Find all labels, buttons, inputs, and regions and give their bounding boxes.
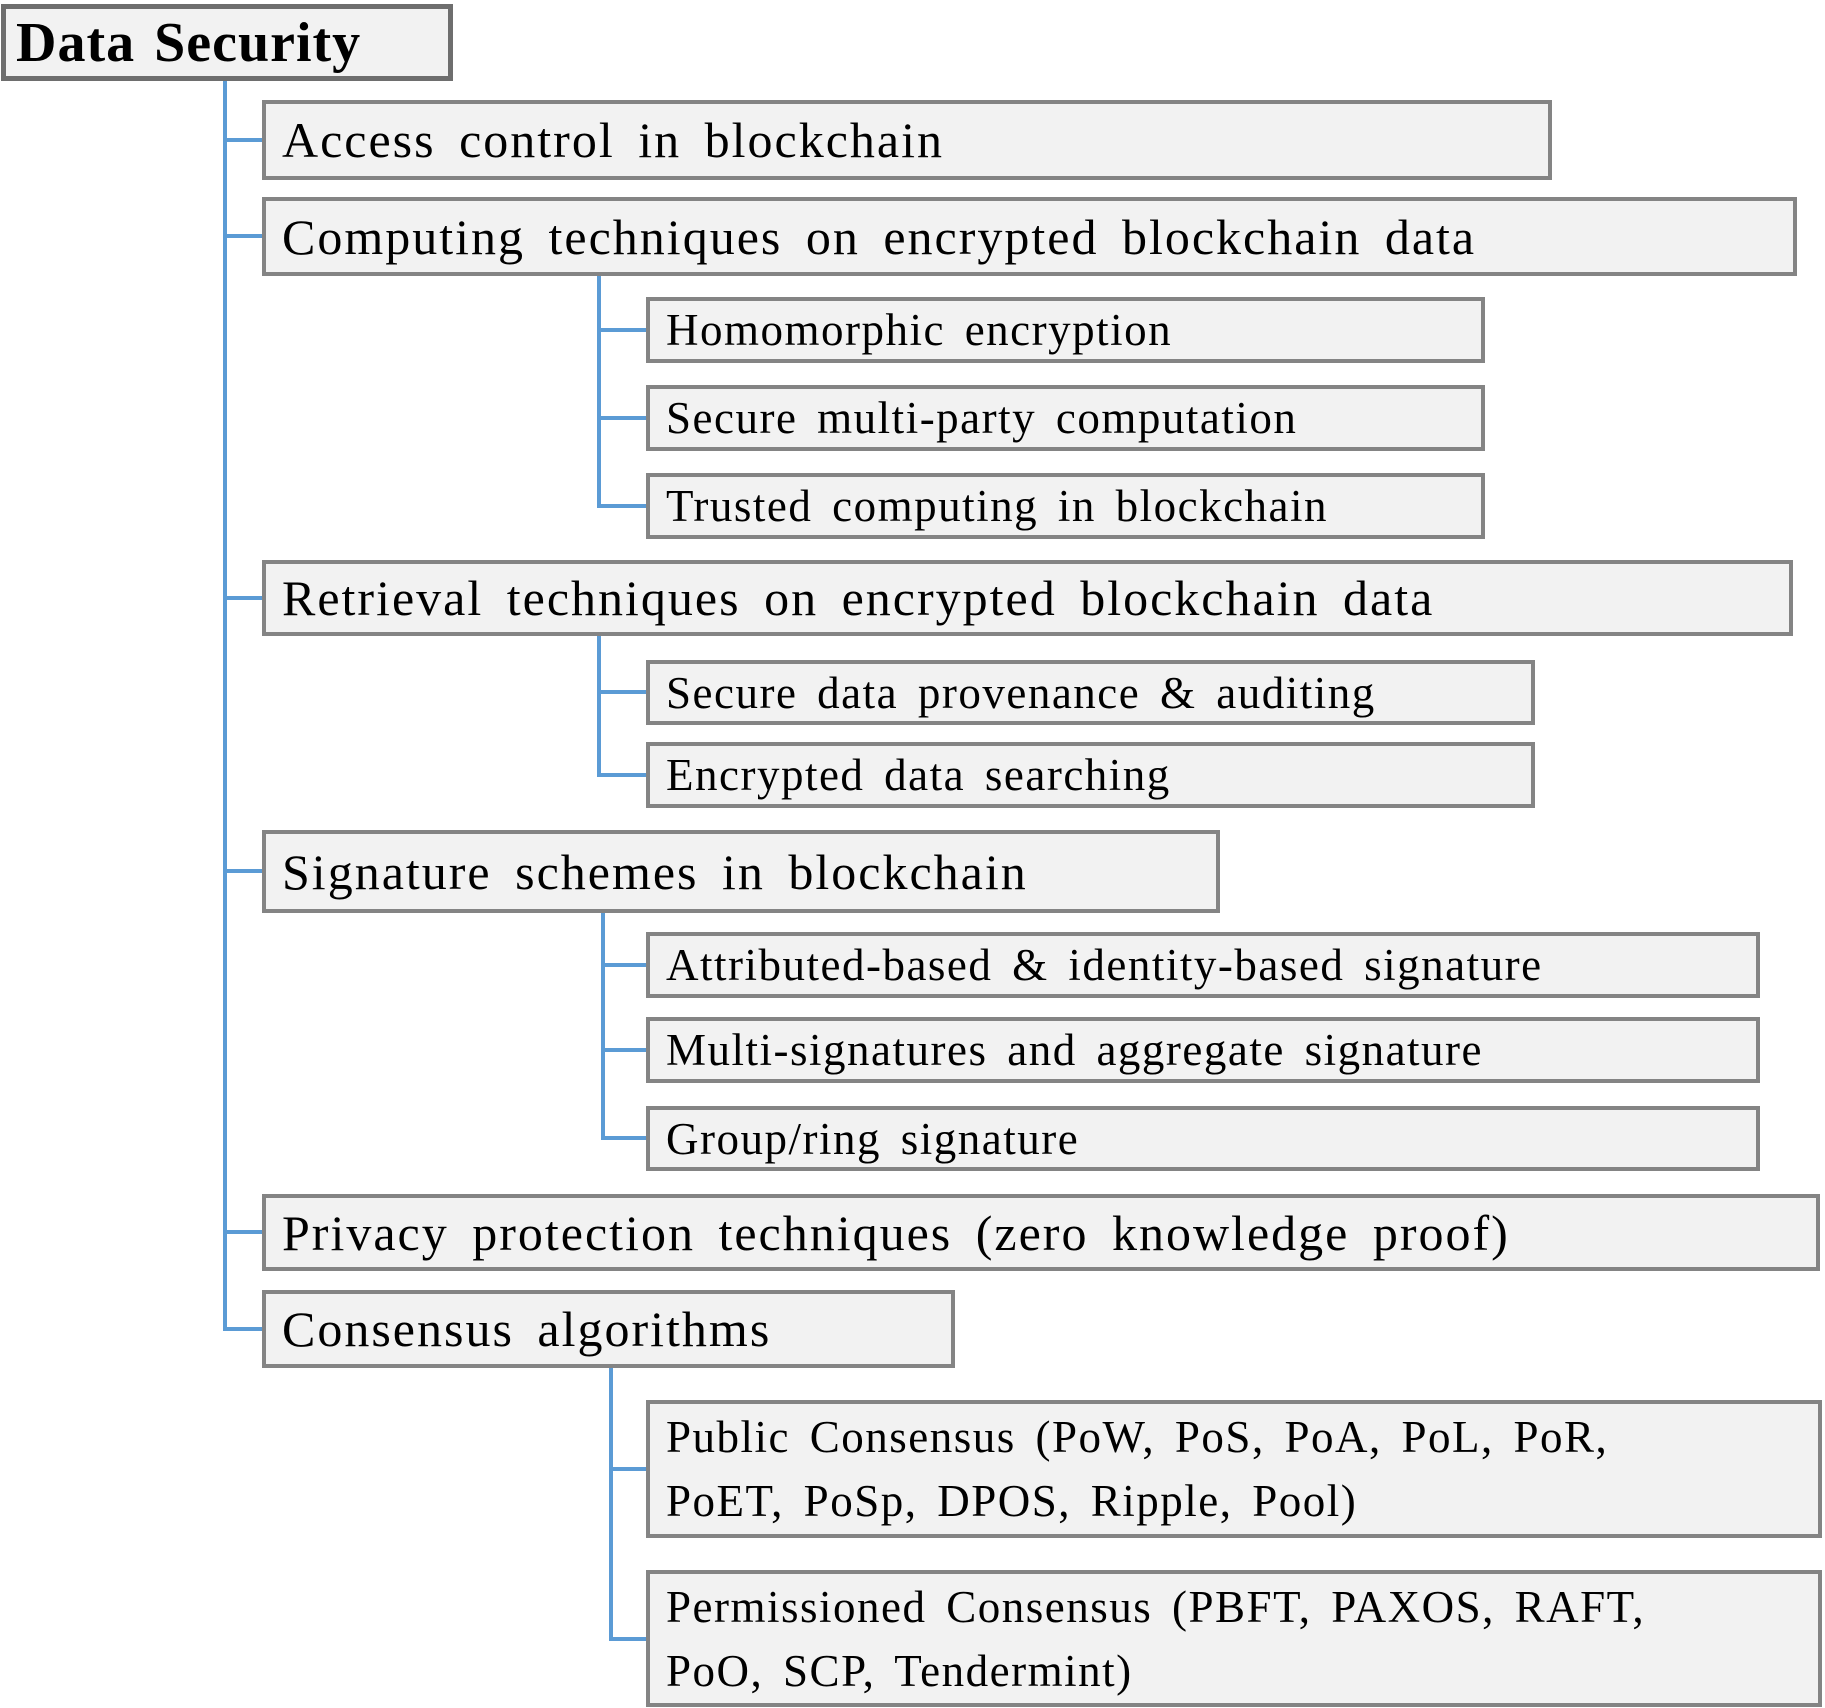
leaf-multi-aggregate-signature: Multi-signatures and aggregate signature [646,1017,1760,1083]
node-label: Secure multi-party computation [666,393,1298,443]
node-label: Permissioned Consensus (PBFT, PAXOS, RAF… [666,1581,1646,1696]
connector-stem-access-control [223,138,262,142]
leaf-trusted-computing: Trusted computing in blockchain [646,473,1485,539]
node-label: Attributed-based & identity-based signat… [666,940,1543,990]
node-data-security: Data Security [1,4,453,81]
leaf-public-consensus: Public Consensus (PoW, PoS, PoA, PoL, Po… [646,1400,1822,1538]
node-label: Computing techniques on encrypted blockc… [282,208,1477,265]
connector-stem-computing-techniques [223,234,262,238]
node-label: Signature schemes in blockchain [282,843,1028,900]
node-label: Privacy protection techniques (zero know… [282,1204,1510,1261]
connector-stem-secure-multi-party [597,416,646,420]
leaf-permissioned-consensus: Permissioned Consensus (PBFT, PAXOS, RAF… [646,1570,1822,1707]
connector-stem-trusted-computing [597,504,646,508]
connector-stem-signature-schemes [223,869,262,873]
leaf-secure-data-provenance-auditing: Secure data provenance & auditing [646,660,1535,725]
node-label: Group/ring signature [666,1113,1080,1164]
connector-stem-data-provenance [597,690,646,694]
node-label: Encrypted data searching [666,750,1171,800]
branch-privacy-protection: Privacy protection techniques (zero know… [262,1194,1820,1271]
leaf-attributed-identity-based-signature: Attributed-based & identity-based signat… [646,932,1760,998]
node-label: Trusted computing in blockchain [666,481,1329,531]
node-label: Retrieval techniques on encrypted blockc… [282,570,1435,626]
node-label: Consensus algorithms [282,1301,772,1357]
connector-signature-trunk [601,913,605,1140]
node-label: Multi-signatures and aggregate signature [666,1025,1484,1075]
connector-stem-retrieval-techniques [223,596,262,600]
connector-stem-homomorphic-encryption [597,328,646,332]
connector-root-trunk [223,81,227,1331]
node-label: Public Consensus (PoW, PoS, PoA, PoL, Po… [666,1412,1609,1526]
branch-access-control: Access control in blockchain [262,100,1552,180]
connector-stem-permissioned-consensus [609,1637,646,1641]
branch-computing-techniques: Computing techniques on encrypted blockc… [262,197,1797,276]
connector-stem-encrypted-searching [597,773,646,777]
node-label: Data Security [16,11,362,74]
leaf-homomorphic-encryption: Homomorphic encryption [646,297,1485,363]
connector-stem-privacy-protection [223,1230,262,1234]
connector-stem-group-ring-signature [601,1136,646,1140]
leaf-secure-multi-party-computation: Secure multi-party computation [646,385,1485,451]
node-label: Homomorphic encryption [666,305,1173,355]
connector-stem-consensus-algorithms [223,1327,262,1331]
connector-stem-multi-signatures [601,1048,646,1052]
node-label: Access control in blockchain [282,112,944,168]
branch-consensus-algorithms: Consensus algorithms [262,1290,955,1368]
connector-stem-public-consensus [609,1467,646,1471]
branch-signature-schemes: Signature schemes in blockchain [262,830,1220,913]
connector-computing-trunk [597,276,601,508]
leaf-group-ring-signature: Group/ring signature [646,1106,1760,1171]
connector-consensus-trunk [609,1368,613,1641]
branch-retrieval-techniques: Retrieval techniques on encrypted blockc… [262,560,1793,636]
node-label: Secure data provenance & auditing [666,667,1376,718]
leaf-encrypted-data-searching: Encrypted data searching [646,742,1535,808]
connector-retrieval-trunk [597,636,601,777]
connector-stem-attributed-signature [601,963,646,967]
